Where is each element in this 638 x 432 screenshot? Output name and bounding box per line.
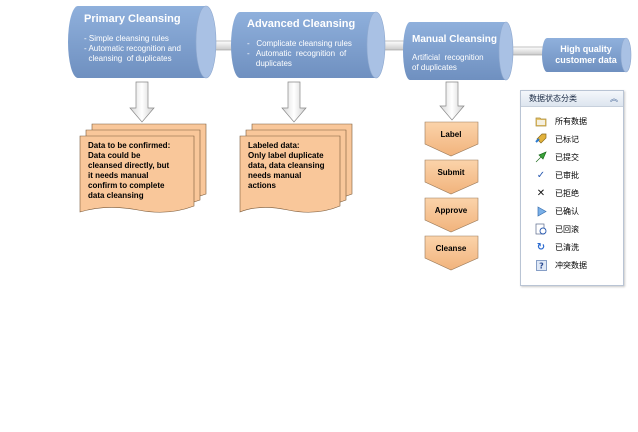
tag-icon bbox=[534, 132, 548, 146]
stage-primary-title: Primary Cleansing bbox=[84, 13, 181, 25]
panel-item-confirmed[interactable]: 已确认 bbox=[521, 202, 623, 220]
rollback-icon bbox=[534, 222, 548, 236]
panel-item-label: 所有数据 bbox=[555, 116, 587, 126]
stage-advanced-title: Advanced Cleansing bbox=[247, 18, 356, 30]
stage-primary-line-2: - Automatic recognition and bbox=[84, 44, 181, 53]
stage-high-quality-title-2: customer data bbox=[555, 55, 617, 65]
note-1-line-2: Data could be bbox=[88, 151, 141, 160]
stage-primary-line-3: cleansing of duplicates bbox=[84, 54, 172, 63]
stage-manual-line-1: Artificial recognition bbox=[412, 53, 484, 62]
panel-title: 数据状态分类 bbox=[529, 94, 577, 103]
panel-item-label: 已审批 bbox=[555, 170, 579, 180]
panel-item-all-data[interactable]: 所有数据 bbox=[521, 112, 623, 130]
submit-arrow-icon bbox=[534, 150, 548, 164]
step-approve-shape bbox=[424, 197, 479, 233]
stage-manual: Manual Cleansing Artificial recognition … bbox=[412, 34, 497, 73]
stage-advanced-line-3: duplicates bbox=[247, 59, 292, 68]
stage-primary: Primary Cleansing - Simple cleansing rul… bbox=[84, 13, 181, 64]
down-arrow-1 bbox=[129, 81, 155, 123]
down-arrow-2 bbox=[281, 81, 307, 123]
refresh-icon: ↻ bbox=[536, 241, 546, 253]
note-1-text: Data to be confirmed: Data could be clea… bbox=[88, 141, 170, 201]
question-icon: ? bbox=[534, 258, 548, 272]
note-1-line-4: it needs manual bbox=[88, 171, 149, 180]
panel-item-label: 冲突数据 bbox=[555, 260, 587, 270]
panel-header: 数据状态分类 ︽ bbox=[521, 91, 623, 107]
stage-high-quality-title: High quality bbox=[560, 44, 612, 54]
confirm-arrow-icon bbox=[534, 204, 548, 218]
check-icon: ✓ bbox=[536, 169, 546, 181]
stage-advanced-line-2: - Automatic recognition of bbox=[247, 49, 347, 58]
panel-item-rolled-back[interactable]: 已回滚 bbox=[521, 220, 623, 238]
panel-item-conflict[interactable]: ? 冲突数据 bbox=[521, 256, 623, 274]
down-arrow-3 bbox=[439, 81, 465, 121]
panel-item-label: 已标记 bbox=[555, 134, 579, 144]
stage-manual-line-2: of duplicates bbox=[412, 63, 457, 72]
connector-2-3 bbox=[382, 40, 406, 51]
stage-high-quality: High quality customer data bbox=[548, 44, 624, 66]
panel-item-label: 已拒绝 bbox=[555, 188, 579, 198]
note-2-line-3: data, data cleansing bbox=[248, 161, 325, 170]
panel-item-approved[interactable]: ✓ 已审批 bbox=[521, 166, 623, 184]
stage-advanced-line-1: - Complicate cleansing rules bbox=[247, 39, 352, 48]
panel-item-submitted[interactable]: 已提交 bbox=[521, 148, 623, 166]
note-2-text: Labeled data: Only label duplicate data,… bbox=[248, 141, 324, 191]
note-1-line-3: cleansed directly, but bbox=[88, 161, 170, 170]
cylinder-high-quality-data bbox=[542, 37, 632, 73]
note-data-to-be-confirmed bbox=[79, 123, 207, 213]
note-2-line-1: Labeled data: bbox=[248, 141, 300, 150]
note-2-line-5: actions bbox=[248, 181, 277, 190]
note-labeled-data bbox=[239, 123, 353, 213]
panel-item-label: 已清洗 bbox=[555, 242, 579, 252]
panel-item-label: 已提交 bbox=[555, 152, 579, 162]
note-2-line-2: Only label duplicate bbox=[248, 151, 324, 160]
step-cleanse: Cleanse bbox=[435, 244, 467, 253]
panel-item-cleansed[interactable]: ↻ 已清洗 bbox=[521, 238, 623, 256]
step-submit-shape bbox=[424, 159, 479, 195]
stage-primary-line-1: - Simple cleansing rules bbox=[84, 34, 169, 43]
panel-item-label: 已确认 bbox=[555, 206, 579, 216]
cylinder-primary-cleansing bbox=[68, 5, 217, 79]
step-label-shape bbox=[424, 121, 479, 157]
note-1-line-6: data cleansing bbox=[88, 191, 144, 200]
svg-text:?: ? bbox=[539, 261, 544, 270]
reject-x-icon: ✕ bbox=[536, 187, 546, 199]
cylinder-manual-cleansing bbox=[403, 21, 514, 81]
step-submit: Submit bbox=[437, 168, 465, 177]
panel-item-label: 已回滚 bbox=[555, 224, 579, 234]
step-cleanse-shape bbox=[424, 235, 479, 271]
folder-icon bbox=[534, 114, 548, 128]
note-1-line-1: Data to be confirmed: bbox=[88, 141, 171, 150]
stage-advanced: Advanced Cleansing - Complicate cleansin… bbox=[247, 18, 355, 69]
note-1-line-5: confirm to complete bbox=[88, 181, 165, 190]
note-2-line-4: needs manual bbox=[248, 171, 302, 180]
cylinder-advanced-cleansing bbox=[231, 11, 386, 79]
panel-item-labeled[interactable]: 已标记 bbox=[521, 130, 623, 148]
panel-item-rejected[interactable]: ✕ 已拒绝 bbox=[521, 184, 623, 202]
data-status-panel: 数据状态分类 ︽ 所有数据 已标记 已提交 ✓ 已审批 ✕ 已拒绝 已确认 bbox=[520, 90, 624, 286]
step-label: Label bbox=[440, 130, 462, 139]
step-approve: Approve bbox=[434, 206, 468, 215]
stage-manual-title: Manual Cleansing bbox=[412, 34, 498, 45]
connector-3-4 bbox=[511, 46, 545, 56]
collapse-chevron-icon[interactable]: ︽ bbox=[610, 94, 618, 103]
